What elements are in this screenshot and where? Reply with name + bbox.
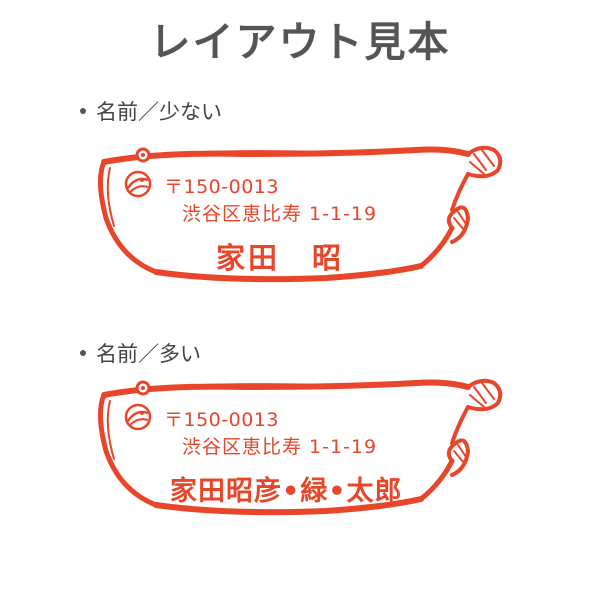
fish-stamp-outline-icon	[98, 145, 503, 283]
bullet-icon	[80, 350, 86, 356]
stamp-name: 家田昭彦•緑•太郎	[170, 476, 403, 507]
section-label-many-names: 名前／多い	[80, 338, 201, 368]
stamp-preview-few-names: 〒150-0013 渋谷区恵比寿 1-1-19 家田 昭	[96, 140, 506, 290]
stamp-postal-code: 〒150-0013	[164, 409, 279, 431]
bullet-icon	[80, 108, 86, 114]
section-label-text: 名前／多い	[96, 342, 201, 366]
stamp-address: 渋谷区恵比寿 1-1-19	[182, 203, 378, 225]
section-label-text: 名前／少ない	[96, 100, 222, 124]
stamp-postal-code: 〒150-0013	[164, 176, 279, 198]
stamp-name: 家田 昭	[216, 241, 345, 275]
stamp-address: 渋谷区恵比寿 1-1-19	[182, 436, 378, 458]
fish-eye-logo-icon	[124, 403, 152, 431]
fish-stamp-outline-icon	[98, 378, 503, 516]
stamp-preview-many-names: 〒150-0013 渋谷区恵比寿 1-1-19 家田昭彦•緑•太郎	[96, 373, 506, 523]
section-label-few-names: 名前／少ない	[80, 96, 222, 126]
fish-eye-logo-icon	[124, 170, 152, 198]
page-title: レイアウト見本	[149, 18, 451, 66]
